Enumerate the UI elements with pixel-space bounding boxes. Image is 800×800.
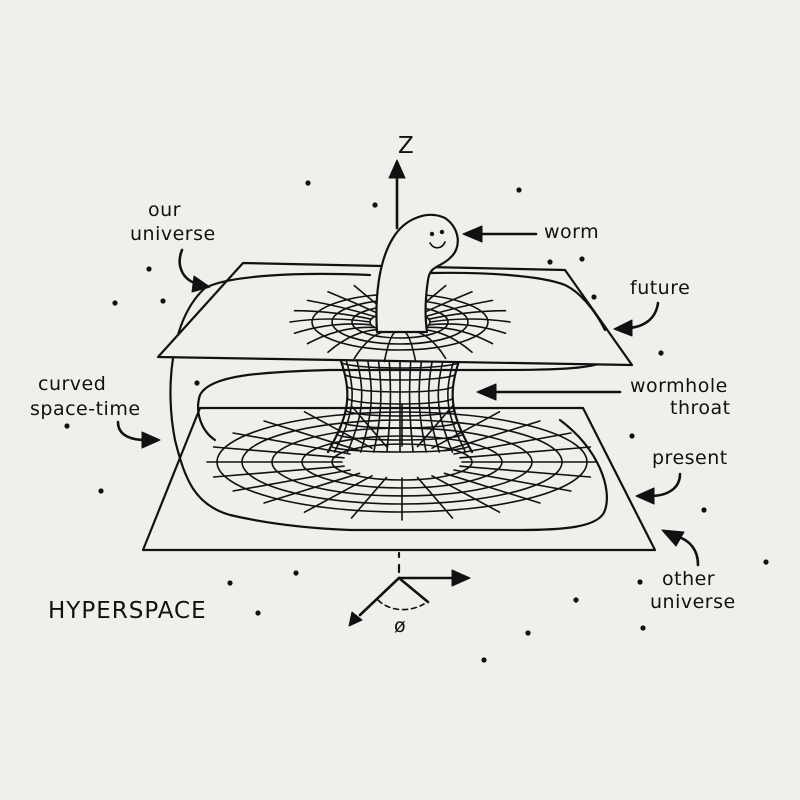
star-dot — [701, 507, 707, 513]
our-universe-label-line2: universe — [130, 223, 216, 245]
star-dot — [579, 256, 585, 262]
our-universe-arrow — [178, 248, 211, 293]
coordinate-axes-icon: ø — [348, 551, 471, 637]
star-dot — [146, 266, 152, 272]
z-axis-label: Z — [398, 133, 414, 159]
wormhole-throat-label-line1: wormhole — [630, 375, 728, 397]
star-dot — [98, 488, 104, 494]
lower-funnel-grid — [206, 403, 598, 521]
other-universe-label-line1: other — [662, 568, 715, 590]
star-dot — [658, 350, 664, 356]
angle-label: ø — [394, 615, 406, 637]
star-dot — [547, 259, 553, 265]
star-dot — [629, 433, 635, 439]
star-dot — [573, 597, 579, 603]
curved-space-time-label-line2: space-time — [30, 398, 141, 420]
star-dot — [640, 625, 646, 631]
star-dot — [637, 579, 643, 585]
star-dot — [160, 298, 166, 304]
worm-creature-icon — [375, 213, 459, 334]
star-dot — [112, 300, 118, 306]
wormhole-throat — [326, 350, 474, 454]
wormhole-throat-label-line2: throat — [670, 397, 731, 419]
wormhole-throat-arrow — [476, 383, 622, 401]
star-dot — [194, 380, 200, 386]
future-arrow — [613, 301, 660, 337]
present-label: present — [652, 447, 728, 469]
star-dot — [763, 559, 769, 565]
future-sheet-curve — [203, 271, 607, 332]
present-arrow — [635, 472, 682, 505]
star-dot — [64, 423, 70, 429]
star-dot — [305, 180, 311, 186]
worm-label: worm — [544, 221, 599, 243]
worm-arrow — [462, 225, 538, 243]
z-axis: Z — [388, 133, 414, 230]
hyperspace-label: HYPERSPACE — [48, 598, 207, 624]
future-label: future — [630, 277, 690, 299]
star-dot — [516, 187, 522, 193]
curved-space-time-back-fold — [197, 348, 613, 442]
curved-space-time-fold — [169, 286, 608, 532]
present-sheet — [141, 406, 657, 552]
curved-space-time-arrow — [116, 420, 161, 449]
other-universe-label-line2: universe — [650, 591, 736, 613]
star-dot — [481, 657, 487, 663]
star-dot — [255, 610, 261, 616]
star-dot — [227, 580, 233, 586]
our-universe-label-line1: our — [148, 199, 181, 221]
star-dot — [525, 630, 531, 636]
other-universe-arrow — [661, 529, 700, 567]
star-dot — [293, 570, 299, 576]
star-dot — [372, 202, 378, 208]
curved-space-time-label-line1: curved — [38, 373, 106, 395]
star-dot — [591, 294, 597, 300]
